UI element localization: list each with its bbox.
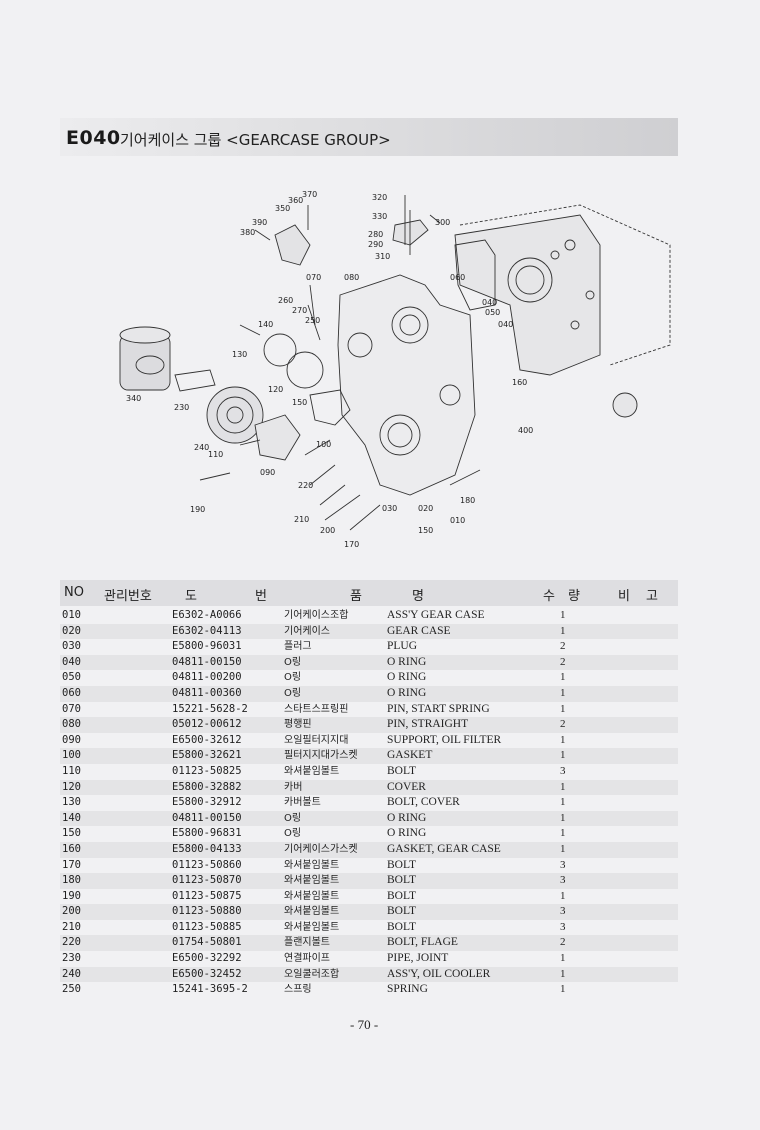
callout-label: 140 [258,320,273,329]
callout-label: 100 [316,440,331,449]
section-code: E040 [66,127,121,149]
callout-label: 090 [260,468,275,477]
callout-label: 250 [305,316,320,325]
callout-label: 060 [450,273,465,282]
callout-label: 170 [344,540,359,549]
callout-label: 390 [252,218,267,227]
callout-label: 340 [126,394,141,403]
header-go: 고 [646,589,658,604]
callout-label: 290 [368,240,383,249]
callout-label: 260 [278,296,293,305]
header-do: 도 [185,589,197,604]
callout-label: 200 [320,526,335,535]
callout-label: 190 [190,505,205,514]
callout-label: 180 [460,496,475,505]
callout-label: 320 [372,193,387,202]
callout-label: 110 [208,450,223,459]
callout-label: 040 [482,298,497,307]
section-header-band [60,118,678,156]
callout-label: 380 [240,228,255,237]
callout-label: 210 [294,515,309,524]
callout-label: 310 [375,252,390,261]
callout-label: 080 [344,273,359,282]
callout-label: 120 [268,385,283,394]
section-title: 기어케이스 그룹 <GEARCASE GROUP> [120,131,391,149]
callout-label: 050 [485,308,500,317]
callout-label: 030 [382,504,397,513]
header-ryang: 량 [568,589,580,604]
callout-label: 020 [418,504,433,513]
header-mgmt-no: 관리번호 [104,589,152,604]
callout-label: 160 [512,378,527,387]
callout-label: 230 [174,403,189,412]
header-pum: 품 [350,589,362,604]
callout-label: 010 [450,516,465,525]
header-myeong: 명 [412,589,424,604]
header-su: 수 [543,589,555,604]
callout-label: 220 [298,481,313,490]
header-bi: 비 [618,589,630,604]
callout-label: 150 [418,526,433,535]
header-no: NO [64,585,84,600]
page-number: - 70 - [350,1017,379,1032]
callout-label: 400 [518,426,533,435]
callout-label: 360 [288,196,303,205]
parts-table-header [60,580,678,606]
callout-label: 350 [275,204,290,213]
callout-label: 070 [306,273,321,282]
callout-label: 130 [232,350,247,359]
exploded-diagram: 320 330 300 280 290 310 370 360 350 390 … [119,190,671,549]
callout-label: 240 [194,443,209,452]
callout-label: 280 [368,230,383,239]
callout-label: 370 [302,190,317,199]
header-beon: 번 [255,589,267,604]
callout-label: 300 [435,218,450,227]
callout-label: 330 [372,212,387,221]
callout-label: 150 [292,398,307,407]
callout-label: 040 [498,320,513,329]
callout-label: 270 [292,306,307,315]
